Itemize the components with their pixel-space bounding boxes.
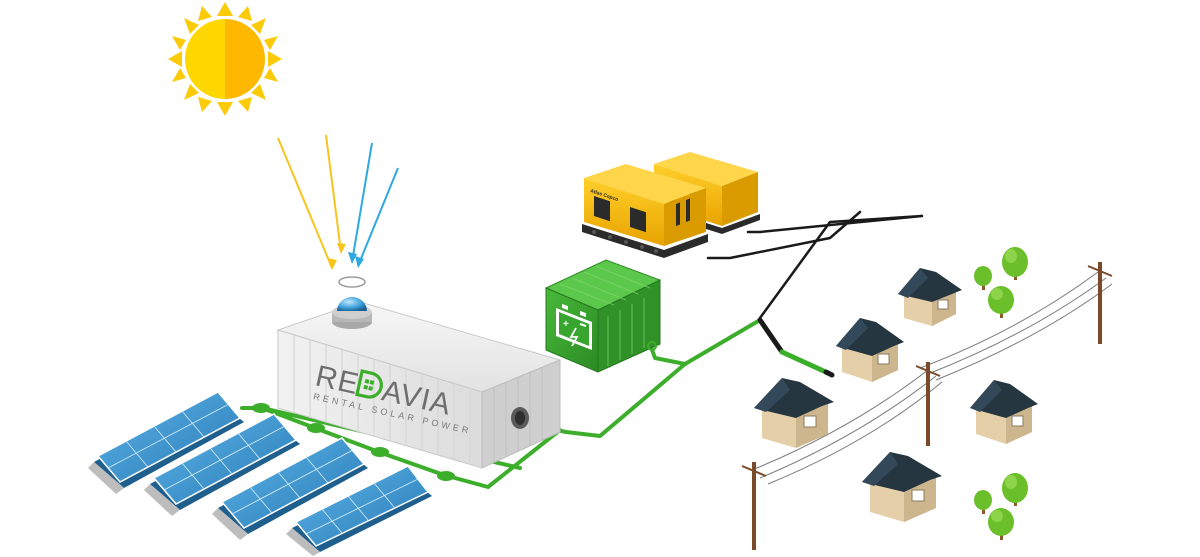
solar-panel-array — [88, 391, 432, 556]
generator-front: Atlas Copco — [582, 164, 708, 258]
utility-pole — [915, 362, 941, 446]
sun-rays — [168, 2, 282, 116]
cable-junctions — [252, 403, 455, 481]
hybrid-cable-stub — [757, 317, 835, 378]
solar-panel — [144, 413, 300, 516]
utility-pole — [1087, 262, 1113, 344]
battery-icon: + — [556, 303, 592, 350]
house — [862, 452, 942, 522]
sensor-dome-icon — [332, 276, 372, 329]
power-lines — [751, 271, 1113, 485]
sun-icon — [168, 2, 282, 116]
solar-panel — [88, 391, 244, 494]
village-houses — [754, 268, 1038, 522]
trees — [974, 247, 1028, 540]
tree — [988, 508, 1014, 540]
diesel-generators: Atlas Copco — [582, 152, 760, 258]
utility-pole — [741, 462, 767, 550]
battery-storage: + — [544, 259, 662, 373]
house — [836, 318, 904, 382]
sun-disc-right — [225, 19, 265, 99]
house — [970, 380, 1038, 444]
black-cabling — [706, 210, 924, 320]
house — [754, 378, 834, 448]
tree — [988, 286, 1014, 318]
incoming-light-rays — [277, 134, 399, 270]
tree — [1002, 247, 1028, 280]
logo-d-mark — [355, 369, 383, 399]
solar-container: RE AVIA RENTAL SOLAR POWER — [276, 276, 562, 469]
solar-panel — [286, 465, 432, 556]
solar-panel — [212, 437, 368, 540]
tree — [974, 266, 992, 290]
tree — [1002, 473, 1028, 506]
tree — [974, 490, 992, 514]
house — [898, 268, 962, 326]
svg-text:+: + — [563, 319, 569, 330]
sun-disc-left — [185, 19, 225, 99]
